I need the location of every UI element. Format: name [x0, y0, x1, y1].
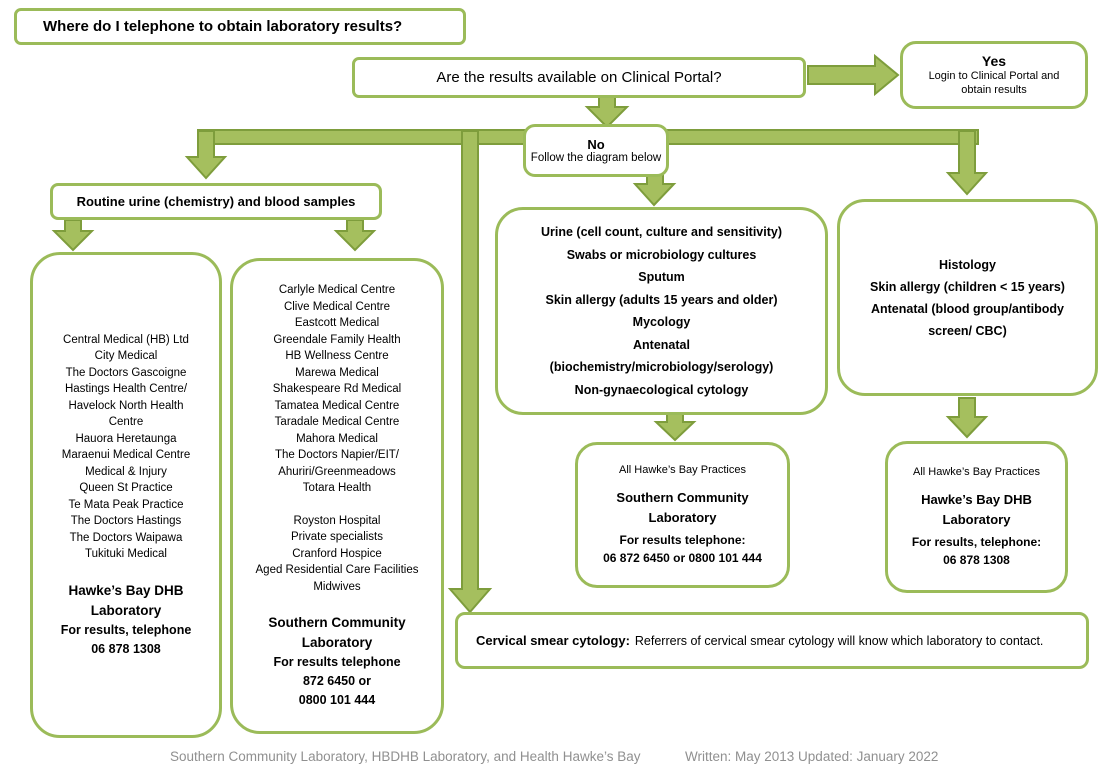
- scl-audience: All Hawke’s Bay Practices: [619, 463, 746, 476]
- lab-contact-scl: For results telephone 872 6450 or 0800 1…: [273, 655, 401, 707]
- arrow-tests-to-hbdhb: [945, 397, 989, 439]
- arrow-question-to-no: [584, 96, 630, 129]
- practice-list-box-2: Carlyle Medical Centre Clive Medical Cen…: [230, 258, 444, 734]
- yes-box: Yes Login to Clinical Portal and obtain …: [900, 41, 1088, 109]
- other-referrers-list: Royston Hospital Private specialists Cra…: [255, 514, 419, 593]
- tests-mid-lines: Urine (cell count, culture and sensitivi…: [540, 225, 783, 397]
- lab-name-scl: Southern Community Laboratory: [268, 615, 406, 650]
- scl-lab-name: Southern Community Laboratory: [616, 489, 749, 525]
- lab-name-hbdhb: Hawke’s Bay DHB Laboratory: [68, 582, 184, 618]
- no-label: No: [587, 137, 605, 152]
- question-box: Are the results available on Clinical Po…: [352, 57, 806, 98]
- arrow-tests-to-scl: [653, 413, 697, 442]
- arrow-bar-to-routine: [184, 130, 228, 180]
- routine-header-box: Routine urine (chemistry) and blood samp…: [50, 183, 382, 220]
- scl-result-box: All Hawke’s Bay Practices Southern Commu…: [575, 442, 790, 588]
- tests-right-box: Histology Skin allergy (children < 15 ye…: [837, 199, 1098, 396]
- hbdhb-contact: For results, telephone: 06 878 1308: [911, 534, 1042, 567]
- routine-header-text: Routine urine (chemistry) and blood samp…: [76, 194, 356, 209]
- hbdhb-lab-name: Hawke’s Bay DHB Laboratory: [921, 491, 1032, 527]
- arrow-question-to-yes: [807, 53, 900, 97]
- page-title: Where do I telephone to obtain laborator…: [43, 18, 403, 35]
- yes-label: Yes: [981, 53, 1007, 69]
- arrow-routine-to-list1: [51, 219, 95, 252]
- arrow-bar-to-tests-right: [945, 130, 989, 196]
- arrow-routine-to-list2: [333, 219, 377, 252]
- practice-list-2: Carlyle Medical Centre Clive Medical Cen…: [272, 284, 402, 494]
- practice-list-box-1: Central Medical (HB) Ltd City Medical Th…: [30, 252, 222, 738]
- lab-contact-hbdhb: For results, telephone 06 878 1308: [60, 622, 192, 656]
- cervical-box: Cervical smear cytology: Referrers of ce…: [455, 612, 1089, 669]
- hbdhb-result-box: All Hawke’s Bay Practices Hawke’s Bay DH…: [885, 441, 1068, 593]
- no-box: No Follow the diagram below: [523, 124, 669, 177]
- cervical-text: Referrers of cervical smear cytology wil…: [634, 633, 1044, 648]
- question-text: Are the results available on Clinical Po…: [436, 69, 722, 86]
- tests-right-lines: Histology Skin allergy (children < 15 ye…: [870, 257, 1065, 338]
- vertical-bar-to-cervical: [447, 130, 493, 614]
- scl-contact: For results telephone: 06 872 6450 or 08…: [603, 532, 762, 565]
- tests-mid-box: Urine (cell count, culture and sensitivi…: [495, 207, 828, 415]
- yes-detail: Login to Clinical Portal and obtain resu…: [928, 70, 1060, 96]
- hbdhb-audience: All Hawke’s Bay Practices: [913, 465, 1040, 478]
- practice-list-1: Central Medical (HB) Ltd City Medical Th…: [61, 333, 191, 561]
- cervical-label: Cervical smear cytology:: [476, 633, 630, 648]
- no-detail: Follow the diagram below: [530, 152, 662, 164]
- footer-credits: Southern Community Laboratory, HBDHB Lab…: [170, 749, 641, 764]
- title-box: Where do I telephone to obtain laborator…: [14, 8, 466, 45]
- footer-dates: Written: May 2013 Updated: January 2022: [685, 749, 939, 764]
